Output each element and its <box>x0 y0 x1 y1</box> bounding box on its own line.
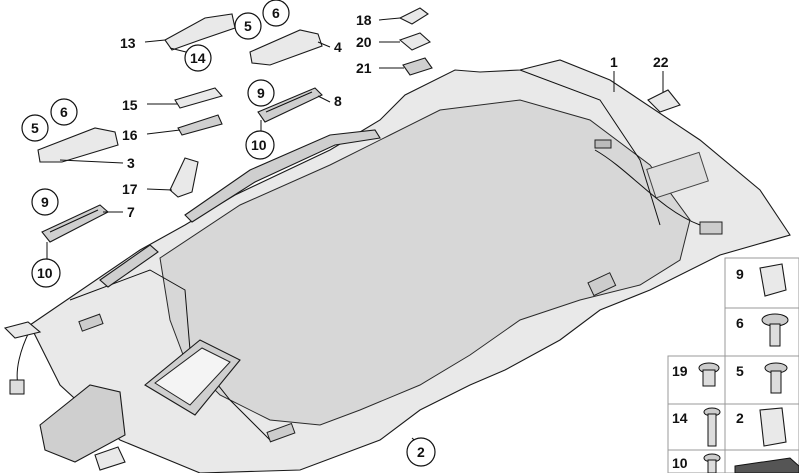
callout-labels: 13 14 5 6 4 9 8 10 15 16 17 5 6 3 9 7 10… <box>21 0 669 467</box>
label-22: 22 <box>653 54 669 70</box>
part-18-bracket <box>398 7 429 25</box>
label-9a: 9 <box>257 85 265 101</box>
label-14: 14 <box>190 50 206 66</box>
callout-circle-10a <box>245 130 275 160</box>
label-20: 20 <box>356 34 372 50</box>
label-5a: 5 <box>244 18 252 34</box>
label-9b: 9 <box>41 194 49 210</box>
clip-9-icon <box>759 263 787 297</box>
part-3-cover <box>37 127 119 163</box>
part-21-bracket <box>402 57 433 76</box>
part-17-cover <box>169 157 199 198</box>
label-10a: 10 <box>251 137 267 153</box>
trim-panel-lower-left <box>39 384 126 471</box>
label-15: 15 <box>122 97 138 113</box>
legend-label-19: 19 <box>672 363 688 379</box>
screw-14-icon <box>703 407 721 447</box>
connector-block <box>9 379 25 395</box>
label-5b: 5 <box>31 120 39 136</box>
part-22-clip <box>647 89 681 113</box>
callout-circle-10b <box>31 258 61 288</box>
legend-label-14: 14 <box>672 410 688 426</box>
push-rivet-5-icon <box>764 362 788 394</box>
callout-circle-2 <box>406 437 436 467</box>
callout-circle-5a <box>234 12 262 40</box>
headliner-panel <box>3 59 791 473</box>
callout-circle-9a <box>247 79 275 107</box>
label-17: 17 <box>122 181 138 197</box>
label-6b: 6 <box>60 104 68 120</box>
label-2: 2 <box>417 444 425 460</box>
label-1: 1 <box>610 54 618 70</box>
label-6a: 6 <box>272 5 280 21</box>
legend-label-9: 9 <box>736 266 744 282</box>
label-3: 3 <box>127 155 135 171</box>
part-4-cover <box>249 29 323 66</box>
label-10b: 10 <box>37 265 53 281</box>
label-7: 7 <box>127 204 135 220</box>
legend-label-5: 5 <box>736 363 744 379</box>
callout-circle-5b <box>21 114 49 142</box>
part-15-clip <box>174 87 223 109</box>
fastener-legend: 9 6 19 5 14 2 10 <box>667 257 799 473</box>
push-rivet-6-icon <box>761 313 789 347</box>
label-21: 21 <box>356 60 372 76</box>
legend-label-6: 6 <box>736 315 744 331</box>
screw-10-icon <box>703 453 721 473</box>
label-4: 4 <box>334 39 342 55</box>
legend-label-10: 10 <box>672 455 688 471</box>
label-13: 13 <box>120 35 136 51</box>
callout-circle-6a <box>262 0 290 27</box>
screw-19-icon <box>698 362 720 387</box>
callout-circle-6b <box>50 98 78 126</box>
callout-circle-9b <box>31 188 59 216</box>
part-8-grab-handle <box>257 87 323 123</box>
label-16: 16 <box>122 127 138 143</box>
callout-circle-14 <box>184 44 212 72</box>
clip-2-icon <box>759 407 787 447</box>
part-20-bracket <box>398 32 431 51</box>
label-8: 8 <box>334 93 342 109</box>
trim-strip-icon <box>734 457 799 473</box>
label-18: 18 <box>356 12 372 28</box>
part-16-clip <box>177 114 223 136</box>
legend-label-2: 2 <box>736 410 744 426</box>
